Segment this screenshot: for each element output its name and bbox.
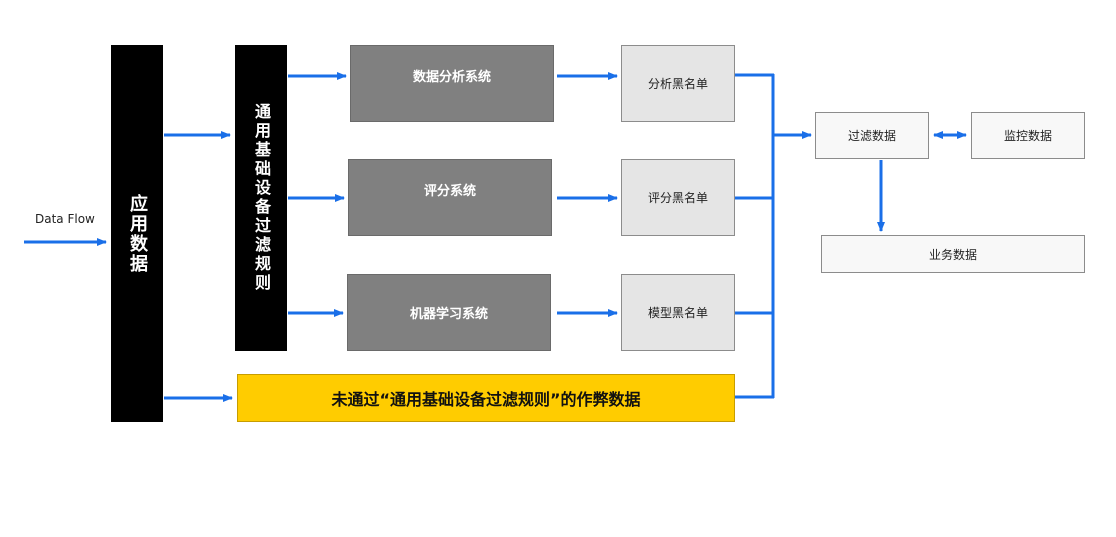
app-data-block: 应用数据 (111, 45, 163, 422)
input-label: Data Flow (35, 212, 95, 226)
model-blacklist: 模型黑名单 (621, 274, 735, 351)
scoring-blacklist: 评分黑名单 (621, 159, 735, 236)
monitor-data-box: 监控数据 (971, 112, 1085, 159)
business-data-box: 业务数据 (821, 235, 1085, 273)
filtered-data-box: 过滤数据 (815, 112, 929, 159)
analysis-system: 数据分析系统 (350, 45, 554, 122)
filter-rules-block: 通用基础设备过滤规则 (235, 45, 287, 351)
scoring-system: 评分系统 (348, 159, 552, 236)
analysis-blacklist: 分析黑名单 (621, 45, 735, 122)
unfiltered-cheat-data: 未通过“通用基础设备过滤规则”的作弊数据 (237, 374, 735, 422)
ml-system: 机器学习系统 (347, 274, 551, 351)
